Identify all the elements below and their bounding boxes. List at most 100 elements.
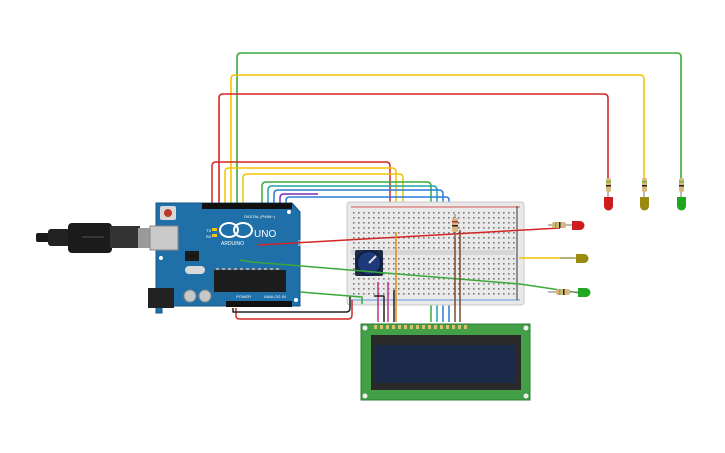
breadboard-hole	[483, 212, 485, 214]
breadboard-hole	[353, 212, 355, 214]
breadboard-hole	[413, 263, 415, 265]
breadboard-hole	[383, 283, 385, 285]
breadboard-hole	[418, 237, 420, 239]
breadboard-hole	[393, 222, 395, 224]
top-led-yellow[interactable]	[640, 178, 649, 211]
breadboard-hole	[438, 222, 440, 224]
breadboard-hole	[388, 263, 390, 265]
breadboard-hole	[388, 242, 390, 244]
breadboard-hole	[373, 247, 375, 249]
breadboard-hole	[413, 232, 415, 234]
breadboard-hole	[388, 222, 390, 224]
breadboard-hole	[403, 217, 405, 219]
breadboard-hole	[498, 247, 500, 249]
breadboard-hole	[463, 237, 465, 239]
breadboard-hole	[478, 263, 480, 265]
breadboard-hole	[453, 212, 455, 214]
breadboard-hole	[418, 273, 420, 275]
breadboard-hole	[373, 293, 375, 295]
breadboard-hole	[363, 293, 365, 295]
breadboard-hole	[443, 247, 445, 249]
breadboard-hole	[423, 268, 425, 270]
breadboard-hole	[488, 222, 490, 224]
breadboard-hole	[413, 258, 415, 260]
breadboard-hole	[463, 273, 465, 275]
breadboard-hole	[458, 212, 460, 214]
breadboard-hole	[443, 258, 445, 260]
breadboard-hole	[503, 222, 505, 224]
breadboard-hole	[458, 242, 460, 244]
breadboard-hole	[468, 222, 470, 224]
breadboard-hole	[408, 288, 410, 290]
breadboard-hole	[418, 247, 420, 249]
breadboard-hole	[433, 227, 435, 229]
breadboard-hole	[408, 232, 410, 234]
breadboard-hole	[448, 288, 450, 290]
breadboard-hole	[423, 263, 425, 265]
breadboard-hole	[363, 222, 365, 224]
side-led-red[interactable]	[548, 221, 585, 230]
breadboard-hole	[398, 268, 400, 270]
breadboard-hole	[513, 222, 515, 224]
header-wires	[211, 161, 450, 322]
breadboard-hole	[353, 237, 355, 239]
breadboard-hole	[503, 293, 505, 295]
lcd-pin	[392, 325, 395, 329]
top-led-green[interactable]	[677, 178, 686, 211]
breadboard-hole	[503, 268, 505, 270]
breadboard-hole	[383, 227, 385, 229]
breadboard-hole	[378, 293, 380, 295]
breadboard[interactable]	[346, 201, 525, 306]
breadboard-hole	[358, 293, 360, 295]
breadboard-hole	[363, 278, 365, 280]
digital-label: DIGITAL (PWM~)	[244, 214, 276, 219]
breadboard-hole	[448, 283, 450, 285]
breadboard-hole	[433, 237, 435, 239]
side-led-yellow[interactable]	[560, 254, 589, 263]
arduino-uno-board[interactable]: ARDUINO UNO DIGITAL (PWM~) POWER ANALOG …	[148, 202, 302, 314]
lcd-16x2-module[interactable]	[360, 323, 531, 401]
breadboard-hole	[483, 227, 485, 229]
breadboard-hole	[458, 283, 460, 285]
breadboard-hole	[468, 273, 470, 275]
breadboard-hole	[413, 268, 415, 270]
breadboard-hole	[483, 237, 485, 239]
breadboard-hole	[363, 227, 365, 229]
breadboard-hole	[468, 212, 470, 214]
breadboard-hole	[513, 288, 515, 290]
breadboard-hole	[433, 273, 435, 275]
breadboard-hole	[513, 237, 515, 239]
digital-header	[202, 203, 292, 209]
breadboard-hole	[463, 283, 465, 285]
breadboard-hole	[443, 268, 445, 270]
breadboard-hole	[383, 293, 385, 295]
breadboard-hole	[498, 293, 500, 295]
breadboard-hole	[353, 273, 355, 275]
breadboard-hole	[358, 283, 360, 285]
breadboard-hole	[358, 217, 360, 219]
side-led-green[interactable]	[548, 288, 591, 297]
breadboard-hole	[428, 273, 430, 275]
breadboard-hole	[453, 242, 455, 244]
breadboard-hole	[443, 227, 445, 229]
breadboard-hole	[398, 232, 400, 234]
potentiometer[interactable]	[355, 250, 383, 276]
breadboard-hole	[383, 258, 385, 260]
breadboard-hole	[493, 288, 495, 290]
lcd-pin	[452, 325, 455, 329]
breadboard-hole	[448, 268, 450, 270]
breadboard-hole	[398, 242, 400, 244]
breadboard-hole	[398, 222, 400, 224]
breadboard-hole	[388, 258, 390, 260]
breadboard-hole	[413, 273, 415, 275]
breadboard-hole	[358, 288, 360, 290]
lcd-pin	[380, 325, 383, 329]
breadboard-hole	[498, 268, 500, 270]
board-wires	[232, 222, 581, 322]
breadboard-hole	[448, 242, 450, 244]
top-led-red[interactable]	[604, 178, 613, 211]
breadboard-hole	[358, 232, 360, 234]
breadboard-hole	[353, 247, 355, 249]
breadboard-hole	[353, 258, 355, 260]
breadboard-hole	[423, 222, 425, 224]
